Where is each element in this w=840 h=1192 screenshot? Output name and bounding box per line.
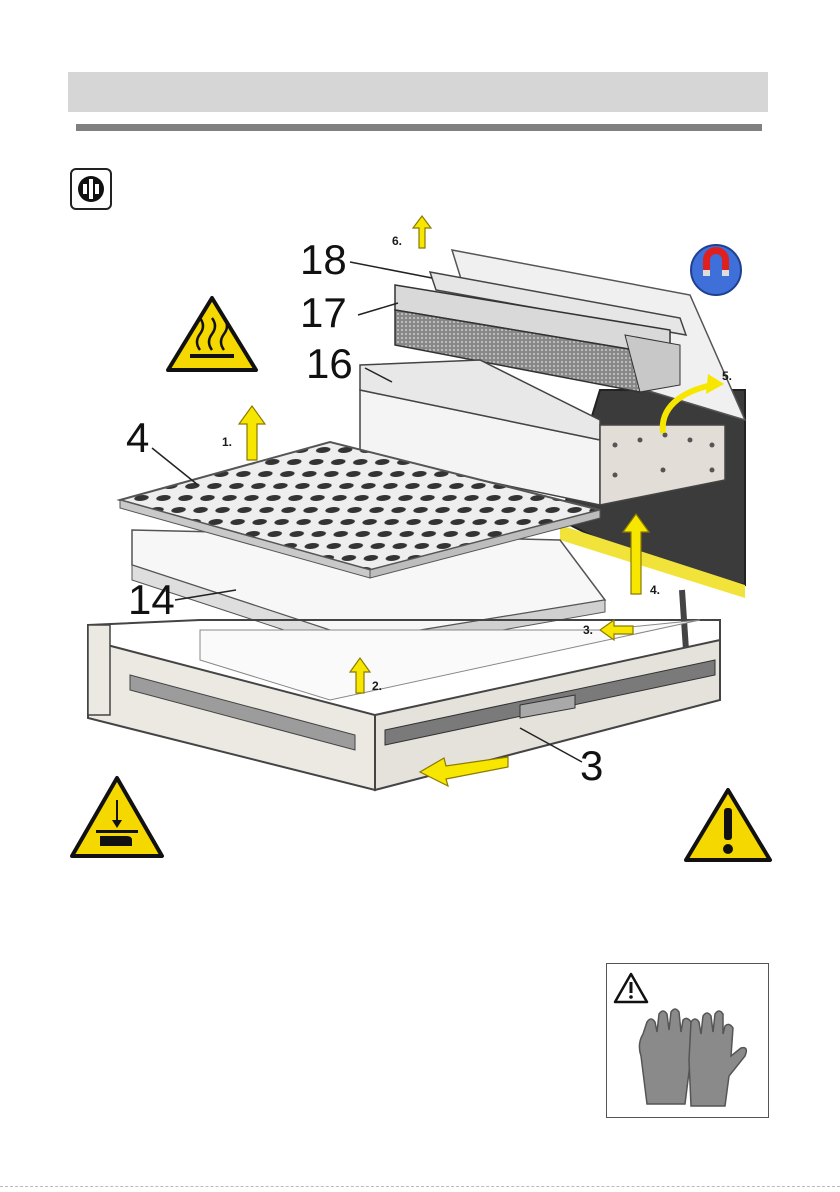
- hot-surface-warning-icon: [168, 298, 256, 370]
- arrow-up-step-1: [239, 406, 265, 460]
- small-warning-icon: [615, 974, 647, 1002]
- drawer-removal-diagram: 18 17 16 4 14 3 6. 1. 2. 3. 4. 5.: [0, 150, 840, 880]
- callout-18: 18: [300, 236, 347, 283]
- protective-gloves-icon: [606, 963, 769, 1118]
- callout-17: 17: [300, 289, 347, 336]
- callout-4: 4: [126, 414, 149, 461]
- general-warning-icon: [686, 790, 770, 860]
- arrow-up-step-6: [413, 216, 431, 248]
- drawer-frame: [88, 620, 720, 790]
- callout-16: 16: [306, 340, 353, 387]
- step-label-3: 3.: [583, 623, 593, 637]
- header-bar: [68, 72, 768, 112]
- step-label-4: 4.: [650, 583, 660, 597]
- step-label-2: 2.: [372, 679, 382, 693]
- step-label-6: 6.: [392, 234, 402, 248]
- step-label-5: 5.: [722, 369, 732, 383]
- header-rule: [76, 124, 762, 131]
- page-bottom-edge: [0, 1186, 840, 1187]
- callout-3: 3: [580, 742, 603, 789]
- step-label-1: 1.: [222, 435, 232, 449]
- hand-crush-warning-icon: [72, 778, 162, 856]
- callout-14: 14: [128, 576, 175, 623]
- magnet-icon: [691, 245, 741, 295]
